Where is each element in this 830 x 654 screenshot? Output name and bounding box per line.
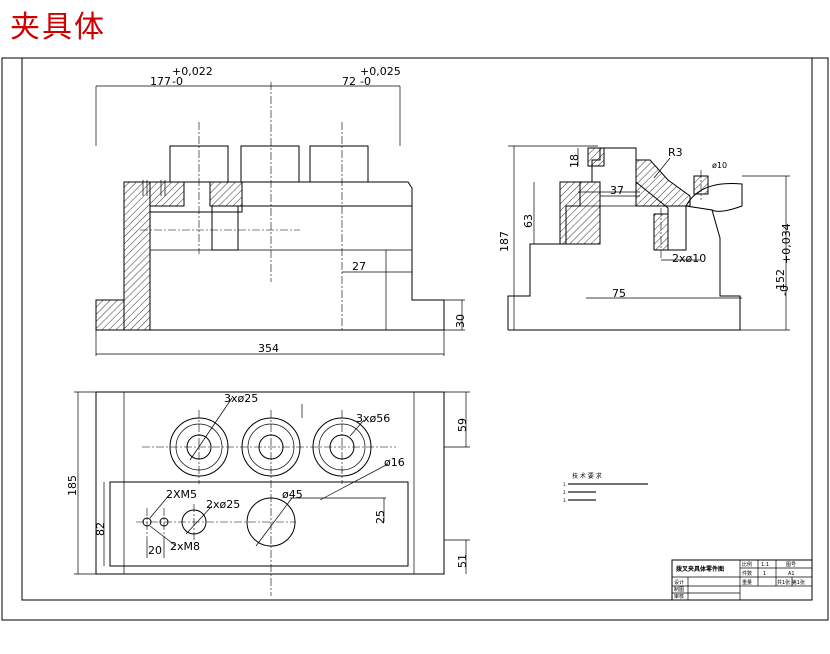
inner-border	[21, 57, 813, 601]
dim-phi45: ø45	[282, 488, 303, 501]
dim-354: 354	[258, 342, 279, 355]
dim-75: 75	[612, 287, 626, 300]
drawing-title: 夹具体	[10, 10, 106, 45]
title-block-weight-label: 重量	[742, 579, 752, 586]
dim-177: 177	[150, 75, 171, 88]
dim-51: 51	[456, 554, 469, 568]
dim-72-tol-upper: +0,025	[360, 65, 401, 78]
outer-border	[1, 57, 829, 621]
dim-20: 20	[148, 544, 162, 557]
title-block-drawing-name: 拨叉夹具体零件图	[676, 565, 724, 573]
technical-requirements: 技 术 要 求 1. 2. 3.	[563, 472, 648, 503]
dim-phi10-small: ø10	[712, 161, 727, 170]
title-block-scale-value: 1:1	[761, 562, 769, 568]
dim-phi16: ø16	[384, 456, 405, 469]
title-block-scale-label: 比例	[742, 561, 752, 568]
tech-note-2: 2.	[563, 490, 567, 495]
dim-3x56: 3xø56	[356, 412, 390, 425]
title-block-material-value: 共1张 第1张	[777, 579, 805, 586]
dim-2xphi10: 2xø10	[672, 252, 706, 265]
dim-59: 59	[456, 418, 469, 432]
dim-152-tol-upper: +0,034	[780, 223, 793, 264]
top-view: 3xø25 3xø56 59 185 ø16 2XM5 2xø25 ø45 82…	[66, 391, 470, 596]
dim-63: 63	[522, 214, 535, 228]
dim-25: 25	[374, 510, 387, 524]
title-block-draw-label: 制图	[674, 586, 684, 593]
dim-187: 187	[498, 231, 511, 252]
dim-37: 37	[610, 184, 624, 197]
title-block-sheet-value: A1	[788, 571, 795, 577]
dim-r3: R3	[668, 146, 683, 159]
title-block-count-label: 件数	[742, 570, 752, 577]
dim-2xm5: 2XM5	[166, 488, 197, 501]
side-view: 187 18 R3 37 63 ø10 2xø10 75 152 +0,034 …	[498, 145, 793, 331]
dim-152-tol-lower: -0	[778, 285, 791, 296]
dim-30: 30	[454, 314, 467, 328]
tech-notes-heading: 技 术 要 求	[572, 472, 602, 480]
dim-27: 27	[352, 260, 366, 273]
title-block-review-label: 审核	[674, 593, 684, 600]
dim-3x25: 3xø25	[224, 392, 258, 405]
dim-72: 72	[342, 75, 356, 88]
dim-177-tol-lower: -0	[172, 75, 183, 88]
dim-72-tol-lower: -0	[360, 75, 371, 88]
dim-177-tol-upper: +0,022	[172, 65, 213, 78]
dim-185: 185	[66, 475, 79, 496]
dim-152: 152	[774, 269, 787, 290]
title-block-count-value: 1	[763, 571, 766, 577]
title-block-drawing-no-label: 图号	[786, 562, 796, 568]
title-block-design-label: 设计	[674, 579, 684, 586]
dim-2x25: 2xø25	[206, 498, 240, 511]
title-block: 拨叉夹具体零件图 比例 1:1 件数 1 图号 A1 重量 共1张 第1张 设计…	[671, 559, 813, 601]
front-view: 177 +0,022 -0 72 +0,025 -0 27 30 354	[95, 65, 467, 356]
dim-82: 82	[94, 522, 107, 536]
dim-18: 18	[568, 154, 581, 168]
tech-note-1: 1.	[563, 482, 567, 487]
tech-note-3: 3.	[563, 498, 567, 503]
dim-2xm8: 2xM8	[170, 540, 200, 553]
